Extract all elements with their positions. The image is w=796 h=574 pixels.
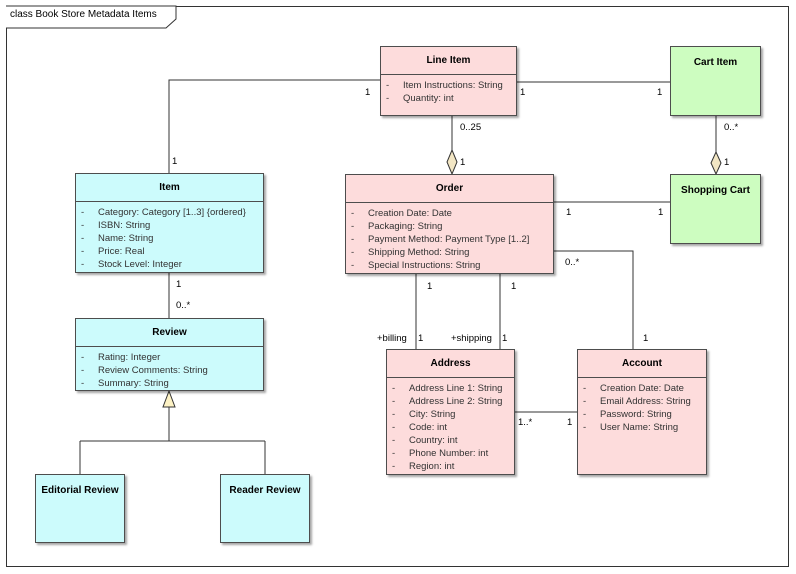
class-item[interactable]: Item -Category: Category [1..3] {ordered… (75, 173, 264, 273)
mult-order-billing: 1 (427, 281, 433, 292)
mult-order-shipping: 1 (511, 281, 517, 292)
attribute-item: -Name: String (81, 233, 154, 244)
class-name: Line Item (381, 47, 516, 75)
attribute-item: -Email Address: String (583, 396, 691, 407)
mult-item-review-item: 1 (176, 279, 182, 290)
attribute-item: -Address Line 1: String (392, 383, 503, 394)
attribute-item: -Review Comments: String (81, 365, 208, 376)
class-cart-item[interactable]: Cart Item (670, 46, 761, 116)
class-name: Account (578, 350, 706, 378)
attribute-list: -Category: Category [1..3] {ordered} -ISB… (76, 202, 263, 271)
class-shopping-cart[interactable]: Shopping Cart (670, 174, 761, 244)
attribute-item: -Creation Date: Date (351, 208, 452, 219)
attribute-item: -Special Instructions: String (351, 260, 481, 271)
mult-lineitem-item-line: 1 (365, 87, 371, 98)
mult-cartitem-cart-cartitem: 0..* (724, 122, 739, 133)
attribute-list: -Creation Date: Date -Packaging: String -P… (346, 203, 553, 272)
mult-billing: 1 (418, 333, 424, 344)
mult-order-account-account: 1 (643, 333, 649, 344)
attribute-item: -Item Instructions: String (386, 80, 503, 91)
mult-item-review-review: 0..* (176, 300, 191, 311)
attribute-item: -Rating: Integer (81, 352, 161, 363)
attribute-item: -Shipping Method: String (351, 247, 470, 258)
attribute-list: -Address Line 1: String -Address Line 2: … (387, 378, 514, 473)
attribute-item: -Password: String (583, 409, 672, 420)
mult-address-account-address: 1..* (518, 417, 533, 428)
class-name: Address (387, 350, 514, 378)
class-name: Item (76, 174, 263, 202)
aggregation-diamond-cart (710, 150, 722, 176)
attribute-item: -Phone Number: int (392, 448, 489, 459)
mult-order-cart-cart: 1 (658, 207, 664, 218)
attribute-item: -Summary: String (81, 378, 169, 389)
mult-shipping: 1 (502, 333, 508, 344)
frame-title-tab (6, 5, 177, 29)
class-name: Reader Review (229, 485, 301, 496)
frame-title: class Book Store Metadata Items (10, 9, 157, 20)
assoc-lineitem-item (168, 79, 380, 173)
mult-cartitem-cart-cart: 1 (724, 157, 730, 168)
assoc-order-account (554, 250, 634, 349)
class-line-item[interactable]: Line Item -Item Instructions: String -Qua… (380, 46, 517, 116)
mult-lineitem-order-line: 0..25 (460, 122, 482, 133)
role-shipping: +shipping (451, 333, 492, 344)
class-account[interactable]: Account -Creation Date: Date -Email Addre… (577, 349, 707, 475)
class-reader-review[interactable]: Reader Review (220, 474, 310, 543)
class-name: Editorial Review (41, 485, 119, 496)
mult-order-account-order: 0..* (565, 257, 580, 268)
mult-lineitem-cartitem-line: 1 (520, 87, 526, 98)
role-billing: +billing (377, 333, 407, 344)
attribute-item: -Quantity: int (386, 93, 454, 104)
mult-lineitem-item-item: 1 (172, 156, 178, 167)
attribute-item: -Code: int (392, 422, 448, 433)
mult-lineitem-order-order: 1 (460, 157, 466, 168)
class-review[interactable]: Review -Rating: Integer -Review Comments:… (75, 318, 264, 391)
attribute-item: -Category: Category [1..3] {ordered} (81, 207, 246, 218)
attribute-item: -Creation Date: Date (583, 383, 684, 394)
mult-address-account-account: 1 (567, 417, 573, 428)
attribute-list: -Item Instructions: String -Quantity: int (381, 75, 516, 105)
attribute-item: -Packaging: String (351, 221, 443, 232)
aggregation-diamond-order (446, 148, 458, 176)
attribute-item: -Country: int (392, 435, 458, 446)
attribute-item: -ISBN: String (81, 220, 151, 231)
mult-lineitem-cartitem-cart: 1 (657, 87, 663, 98)
class-order[interactable]: Order -Creation Date: Date -Packaging: St… (345, 174, 554, 274)
class-name: Shopping Cart (681, 185, 750, 196)
attribute-item: -City: String (392, 409, 456, 420)
attribute-item: -Payment Method: Payment Type [1..2] (351, 234, 530, 245)
class-address[interactable]: Address -Address Line 1: String-Address … (386, 349, 515, 475)
attribute-item: -User Name: String (583, 422, 679, 433)
class-name: Order (346, 175, 553, 203)
attribute-item: -Region: int (392, 461, 455, 472)
attribute-item: -Price: Real (81, 246, 145, 257)
diagram-frame (6, 6, 789, 567)
attribute-list: -Rating: Integer -Review Comments: String… (76, 347, 263, 390)
mult-order-cart-order: 1 (566, 207, 572, 218)
attribute-list: -Creation Date: Date -Email Address: Stri… (578, 378, 706, 434)
class-name: Cart Item (693, 57, 738, 68)
class-editorial-review[interactable]: Editorial Review (35, 474, 125, 543)
attribute-item: -Stock Level: Integer (81, 259, 182, 270)
generalization-arrow (162, 389, 176, 408)
class-name: Review (76, 319, 263, 347)
attribute-item: -Address Line 2: String (392, 396, 503, 407)
